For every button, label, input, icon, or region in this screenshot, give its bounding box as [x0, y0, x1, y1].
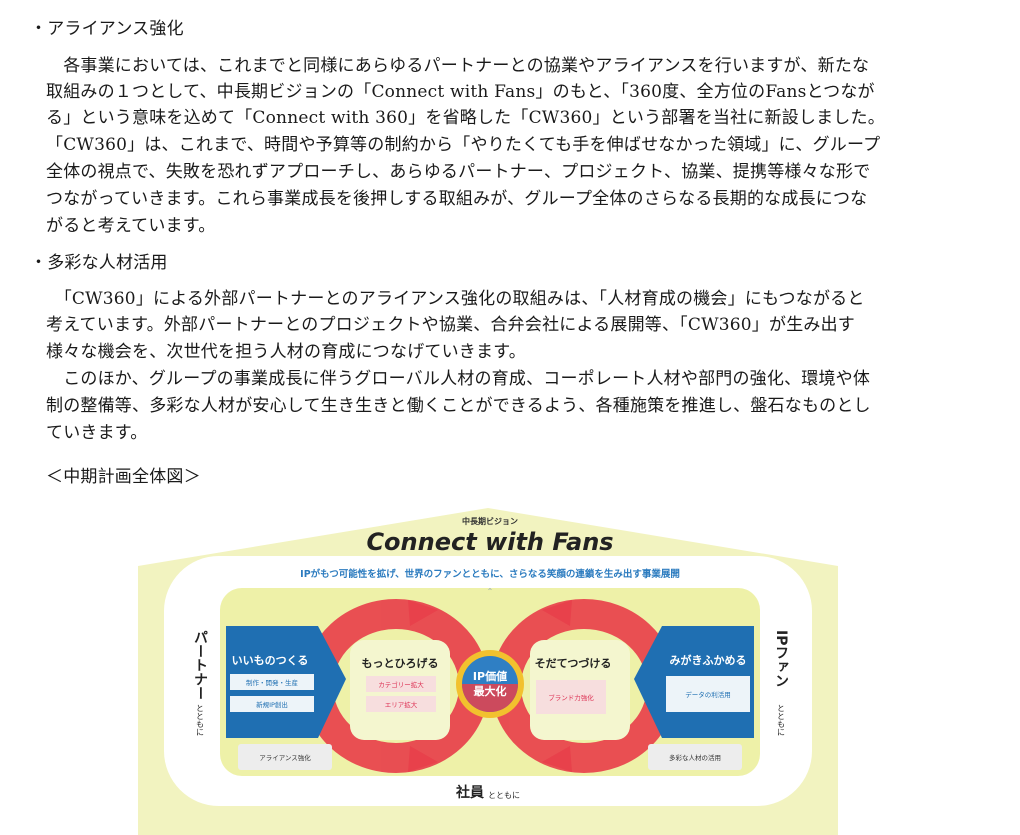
paragraph-line: 取組みの１つとして、中長期ビジョンの「Connect with Fans」のもと… — [46, 82, 875, 102]
loop-right-item — [536, 680, 606, 714]
paragraph-line: 「CW360」による外部パートナーとのアライアンス強化の取組みは、「人材育成の機… — [46, 289, 865, 309]
right-side-sublabel: とともに — [777, 704, 786, 736]
box-right-item — [666, 676, 750, 712]
right-side-label: IPファン — [773, 630, 789, 687]
box-left-item-label: 制作・開発・生産 — [246, 678, 299, 687]
section-heading-alliance: ・アライアンス強化 — [30, 19, 184, 39]
paragraph-line: 考えています。外部パートナーとのプロジェクトや協業、合弁会社による展開等、「CW… — [46, 315, 855, 335]
box-left-item-label: 新規IP創出 — [256, 700, 288, 709]
paragraph-line: がると考えています。 — [46, 216, 216, 236]
loop-arrow-icon — [408, 600, 438, 626]
loop-left-item — [366, 676, 436, 692]
center-label-line2: 最大化 — [474, 684, 507, 698]
loop-right-item-label: ブランド力強化 — [548, 693, 594, 702]
bottom-label: 社員 — [455, 784, 484, 801]
box-left-item — [230, 696, 314, 712]
left-side-sublabel: とともに — [196, 704, 205, 736]
vision-label: 中長期ビジョン — [462, 516, 518, 526]
loop-left-item — [366, 696, 436, 712]
mid-term-plan-diagram: 中長期ビジョン Connect with Fans IPがもつ可能性を拡げ、世界… — [138, 508, 838, 835]
loop-arrow-icon — [542, 746, 572, 772]
up-chevron-icon: ⌃ — [487, 587, 494, 596]
loop-left-title: もっとひろげる — [362, 656, 439, 670]
paragraph-line: 各事業においては、これまでと同様にあらゆるパートナーとの協業やアライアンスを行い… — [46, 56, 870, 76]
loop-left-item-label: カテゴリー拡大 — [378, 680, 424, 689]
left-side-label: パートナー — [192, 630, 208, 700]
paragraph-line: 全体の視点で、失敗を恐れずアプローチし、あらゆるパートナー、プロジェクト、協業、… — [46, 162, 871, 182]
bottom-left-item — [238, 744, 332, 770]
loop-left-item-label: エリア拡大 — [385, 700, 418, 709]
box-right-title: みがきふかめる — [670, 653, 747, 667]
paragraph-line: る」という意味を込めて「Connect with 360」を省略した「CW360… — [46, 108, 885, 128]
section-heading-talent: ・多彩な人材活用 — [30, 253, 168, 273]
paragraph-line: 様々な機会を、次世代を担う人材の育成につなげていきます。 — [46, 342, 526, 362]
paragraph-line: 「CW360」は、これまで、時間や予算等の制約から「やりたくても手を伸ばせなかっ… — [46, 135, 881, 155]
paragraph-line: 制の整備等、多彩な人材が安心して生き生きと働くことができるよう、各種施策を推進し… — [46, 396, 871, 416]
loop-arrow-icon — [542, 600, 572, 626]
box-left-item — [230, 674, 314, 690]
bottom-right-item-label: 多彩な人材の活用 — [669, 753, 721, 762]
paragraph-line: つながっていきます。これら事業成長を後押しする取組みが、グループ全体のさらなる長… — [46, 189, 868, 209]
center-label-line1: IP価値 — [473, 669, 507, 683]
bottom-left-item-label: アライアンス強化 — [259, 753, 311, 762]
diagram-title: Connect with Fans — [366, 528, 613, 556]
bottom-sublabel: とともに — [488, 791, 520, 800]
box-left-title: いいものつくる — [232, 654, 309, 667]
paragraph-line: ていきます。 — [46, 423, 148, 443]
figure-caption: ＜中期計画全体図＞ — [46, 467, 201, 487]
loop-right-title: そだてつづける — [535, 656, 612, 670]
paragraph-line: このほか、グループの事業成長に伴うグローバル人材の育成、コーポレート人材や部門の… — [46, 369, 871, 389]
box-right-item-label: データの利活用 — [685, 690, 731, 699]
bottom-right-item — [648, 744, 742, 770]
loop-arrow-icon — [408, 746, 438, 772]
diagram-subtitle: IPがもつ可能性を拡げ、世界のファンとともに、さらなる笑顔の連鎖を生み出す事業展… — [300, 568, 680, 580]
